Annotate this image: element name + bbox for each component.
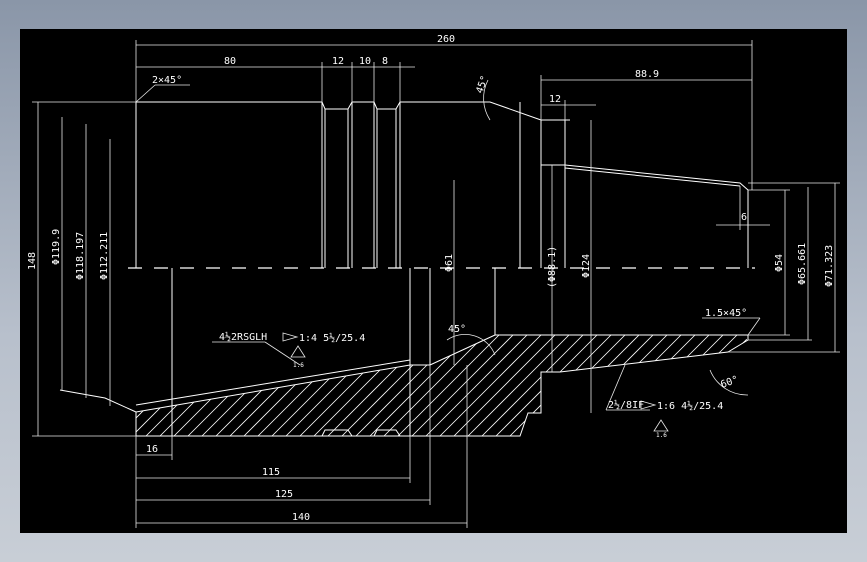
hatch-line: [421, 335, 533, 436]
hatch-line: [463, 335, 575, 436]
hatch-line: [701, 335, 748, 436]
taper-left-label: 1:4 5½/25.4: [299, 332, 365, 344]
hatch-line: [253, 335, 365, 436]
angle-top-label: 45°: [474, 74, 491, 95]
hatch-line: [589, 335, 701, 436]
dim-dia-118-197: Φ118.197: [75, 232, 86, 280]
dim-dia-65-661: Φ65.661: [797, 243, 808, 285]
dim-12-top: 12: [332, 56, 344, 67]
dim-8: 8: [382, 56, 388, 67]
angle-mid-label: 45°: [448, 324, 466, 335]
hatch-line: [225, 335, 337, 436]
dim-148: 148: [27, 252, 38, 270]
dim-10: 10: [359, 56, 371, 67]
section-hatching: [136, 330, 867, 440]
hatch-line: [449, 335, 561, 436]
hatch-line: [772, 330, 867, 440]
hatch-line: [365, 335, 477, 436]
hatch-line: [435, 335, 547, 436]
drawing-canvas: [20, 29, 847, 533]
dim-dia-119-9: Φ119.9: [51, 229, 62, 265]
hatch-line: [533, 335, 645, 436]
hatch-line: [141, 335, 253, 436]
hatch-line: [136, 335, 239, 436]
dim-88-9: 88.9: [635, 69, 659, 80]
chamfer-right-label: 1.5×45°: [705, 308, 747, 319]
hatch-line: [351, 335, 463, 436]
hatch-line: [758, 330, 867, 440]
hatch-line: [169, 335, 281, 436]
dimension-texts: 260 80 12 10 8 88.9 12 6 16 115 125 140 …: [27, 34, 835, 523]
hatch-line: [729, 335, 748, 436]
hatch-line: [393, 335, 505, 436]
hatch-line: [617, 335, 729, 436]
taper-left-sub: 1.6: [293, 362, 304, 369]
hatch-line: [211, 335, 323, 436]
hatch-line: [379, 335, 491, 436]
hatch-line: [309, 335, 421, 436]
dim-12-right: 12: [549, 94, 561, 105]
hatch-line: [659, 335, 748, 436]
dim-dia-88-1: (Φ88.1): [547, 246, 558, 288]
thread-right-label: 2½/8IF: [608, 399, 644, 411]
dim-dia-71-323: Φ71.323: [824, 245, 835, 287]
hatch-line: [323, 335, 435, 436]
hatch-line: [505, 335, 617, 436]
dim-6: 6: [741, 212, 747, 223]
hatch-line: [136, 335, 225, 436]
dim-dia-124: Φ124: [581, 254, 592, 278]
angle-60-label: 60°: [719, 374, 740, 391]
outline-lower: [59, 268, 749, 437]
hatch-line: [814, 330, 867, 440]
dim-140: 140: [292, 512, 310, 523]
hatch-line: [743, 335, 748, 436]
hatch-line: [519, 335, 631, 436]
dim-125: 125: [275, 489, 293, 500]
dim-80: 80: [224, 56, 236, 67]
hatch-line: [575, 335, 687, 436]
dim-115: 115: [262, 467, 280, 478]
thread-left-label: 4½2RSGLH: [219, 331, 267, 343]
dim-16: 16: [146, 444, 158, 455]
dim-dia-61: Φ61: [444, 254, 455, 272]
taper-right-sub: 1.6: [656, 432, 667, 439]
dim-260: 260: [437, 34, 455, 45]
dim-dia-112-211: Φ112.211: [99, 232, 110, 280]
hatch-line: [491, 335, 603, 436]
chamfer-left-label: 2×45°: [152, 75, 182, 86]
outline-upper: [135, 101, 749, 268]
hatch-line: [786, 330, 867, 440]
hatch-line: [645, 335, 748, 436]
hatch-line: [337, 335, 449, 436]
hatch-line: [295, 335, 407, 436]
hatch-line: [687, 335, 748, 436]
hatch-line: [183, 335, 295, 436]
hatch-line: [561, 335, 673, 436]
dimension-lines: [32, 40, 840, 528]
hatch-line: [136, 335, 211, 436]
dim-dia-54: Φ54: [774, 254, 785, 272]
hatch-line: [407, 335, 519, 436]
hatch-line: [477, 335, 589, 436]
hatch-line: [800, 330, 867, 440]
taper-right-label: 1:6 4½/25.4: [657, 400, 723, 412]
hatch-line: [267, 335, 379, 436]
hatch-line: [547, 335, 659, 436]
